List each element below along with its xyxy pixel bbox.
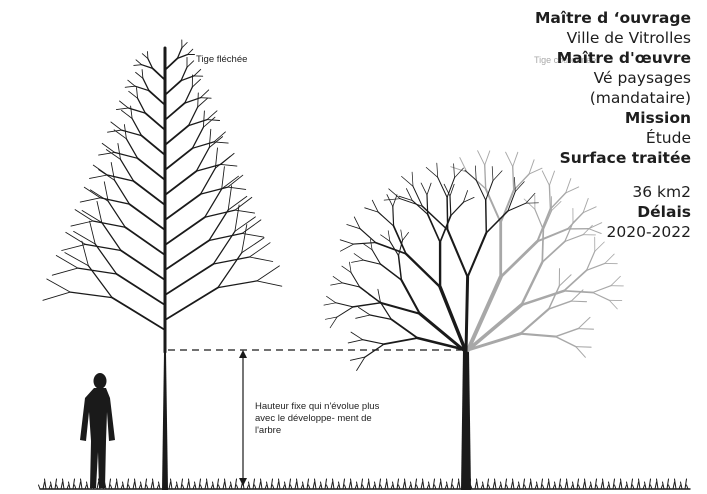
ground-grass bbox=[39, 479, 691, 489]
label-tige-flechee: Tige fléchée bbox=[196, 54, 247, 66]
label-height: Hauteur fixe qui n'évolue plus avec le d… bbox=[255, 401, 395, 437]
surface-value: 36 km2 bbox=[431, 182, 691, 202]
delais-value: 2020-2022 bbox=[431, 222, 691, 242]
maitre-oeuvre-label: Maître d'œuvre bbox=[431, 48, 691, 68]
maitre-oeuvre-value-2: (mandataire) bbox=[431, 88, 691, 108]
surface-label: Surface traitée bbox=[431, 148, 691, 168]
maitre-oeuvre-value-1: Vé paysages bbox=[431, 68, 691, 88]
mission-label: Mission bbox=[431, 108, 691, 128]
project-info-panel: Maître d ‘ouvrage Ville de Vitrolles Maî… bbox=[431, 8, 691, 242]
mission-value: Étude bbox=[431, 128, 691, 148]
delais-label: Délais bbox=[431, 202, 691, 222]
maitre-ouvrage-label: Maître d ‘ouvrage bbox=[431, 8, 691, 28]
maitre-ouvrage-value: Ville de Vitrolles bbox=[431, 28, 691, 48]
tree-tige-flechee bbox=[43, 40, 282, 490]
person-silhouette bbox=[80, 373, 115, 488]
